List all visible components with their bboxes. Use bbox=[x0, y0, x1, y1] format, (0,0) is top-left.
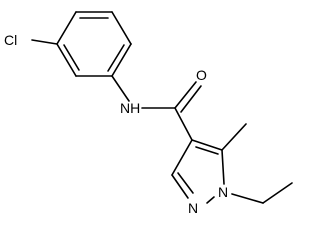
bond-n2-c3 bbox=[171, 174, 189, 199]
bond-n2-c3-inner bbox=[177, 172, 194, 194]
bond-ring-inner-2 bbox=[107, 44, 125, 72]
molecule-canvas: Cl NH O N N bbox=[4, 11, 293, 216]
bond-carbonyl-oxygen-b bbox=[180, 85, 202, 113]
ring-nitrogen-2-label: N bbox=[188, 200, 198, 216]
ring-nitrogen-1-label: N bbox=[218, 184, 228, 200]
chlorine-atom-label: Cl bbox=[4, 32, 17, 48]
bond-ring-inner-3 bbox=[63, 44, 80, 71]
structure-diagram: Cl NH O N N bbox=[4, 11, 293, 216]
bond-c5-n1 bbox=[221, 149, 225, 185]
carbonyl-oxygen-label: O bbox=[196, 67, 207, 83]
bond-n1-n2 bbox=[206, 196, 215, 204]
bond-n1-ethyl-ch2 bbox=[231, 193, 264, 204]
bond-ring-c6-c1 bbox=[56, 11, 77, 45]
bond-c3-c4 bbox=[171, 139, 193, 176]
bond-c5-methyl bbox=[221, 123, 247, 151]
bond-ethyl-ch2-ch3 bbox=[262, 182, 293, 204]
chlorophenyl-ring bbox=[56, 11, 132, 77]
pyrazole-ring bbox=[171, 139, 225, 204]
bond-ring-nh bbox=[111, 75, 130, 102]
bond-ring-c2-c3 bbox=[111, 11, 132, 45]
bond-c4-c5-inner bbox=[195, 146, 219, 155]
bond-ring-c3-c4 bbox=[111, 43, 132, 77]
bond-ring-c5-c6 bbox=[56, 43, 77, 77]
bond-carbonyl-oxygen-a bbox=[174, 81, 197, 109]
bond-c4-c5 bbox=[191, 139, 223, 151]
bond-carbonyl-pyrazole bbox=[174, 107, 193, 141]
amide-nitrogen-label: NH bbox=[120, 100, 140, 116]
bond-c-cl bbox=[31, 39, 58, 45]
